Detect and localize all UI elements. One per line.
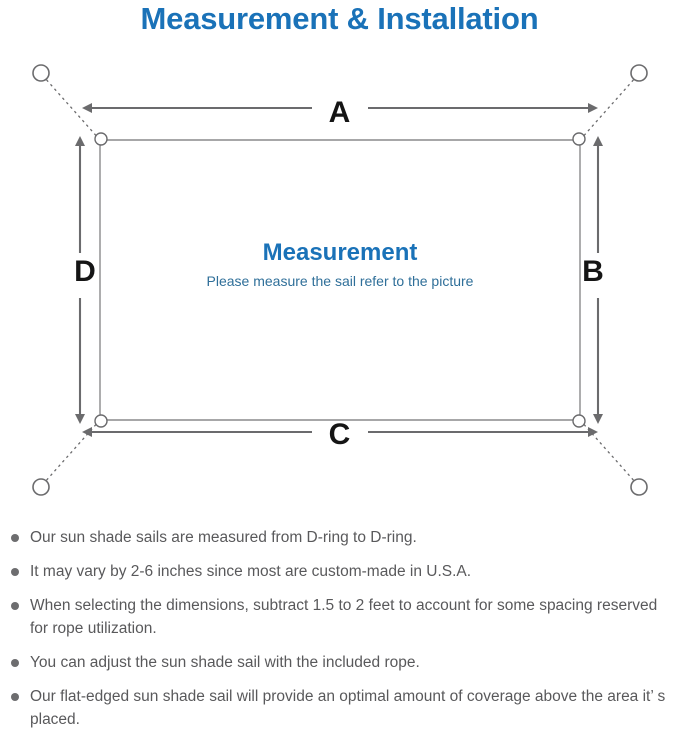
bullet-icon xyxy=(11,568,19,576)
dimension-label-d: D xyxy=(74,255,96,288)
anchor-point-top-right xyxy=(630,64,648,82)
d-ring-bottom-left xyxy=(94,414,108,428)
diagram-svg xyxy=(32,64,648,496)
dimension-label-b: B xyxy=(582,255,604,288)
list-item: Our sun shade sails are measured from D-… xyxy=(0,526,679,549)
list-item: You can adjust the sun shade sail with t… xyxy=(0,651,679,674)
d-ring-top-left xyxy=(94,132,108,146)
list-item-text: Our sun shade sails are measured from D-… xyxy=(30,529,417,546)
list-item: Our flat-edged sun shade sail will provi… xyxy=(0,685,679,731)
anchor-points xyxy=(32,64,648,496)
bullet-icon xyxy=(11,602,19,610)
anchor-point-bottom-right xyxy=(630,478,648,496)
dimension-label-c: C xyxy=(328,418,351,451)
dimension-label-a: A xyxy=(328,96,351,129)
list-item: When selecting the dimensions, subtract … xyxy=(0,594,679,640)
anchor-point-top-left xyxy=(32,64,50,82)
list-item: It may vary by 2-6 inches since most are… xyxy=(0,560,679,583)
sail-rectangle xyxy=(99,139,581,421)
list-item-text: When selecting the dimensions, subtract … xyxy=(30,597,658,637)
notes-list: Our sun shade sails are measured from D-… xyxy=(0,526,679,742)
d-ring-top-right xyxy=(572,132,586,146)
list-item-text: Our flat-edged sun shade sail will provi… xyxy=(30,688,666,728)
bullet-icon xyxy=(11,534,19,542)
bullet-icon xyxy=(11,659,19,667)
list-item-text: You can adjust the sun shade sail with t… xyxy=(30,654,420,671)
list-item-text: It may vary by 2-6 inches since most are… xyxy=(30,563,472,580)
rope-line-top-left xyxy=(43,76,101,141)
d-ring-bottom-right xyxy=(572,414,586,428)
rope-line-top-right xyxy=(579,76,637,141)
page-title: Measurement & Installation xyxy=(140,1,539,36)
d-rings xyxy=(94,132,586,428)
anchor-point-bottom-left xyxy=(32,478,50,496)
bullet-icon xyxy=(11,693,19,701)
dimension-arrows xyxy=(75,103,603,437)
measurement-diagram: Measurement Please measure the sail refe… xyxy=(0,48,679,518)
